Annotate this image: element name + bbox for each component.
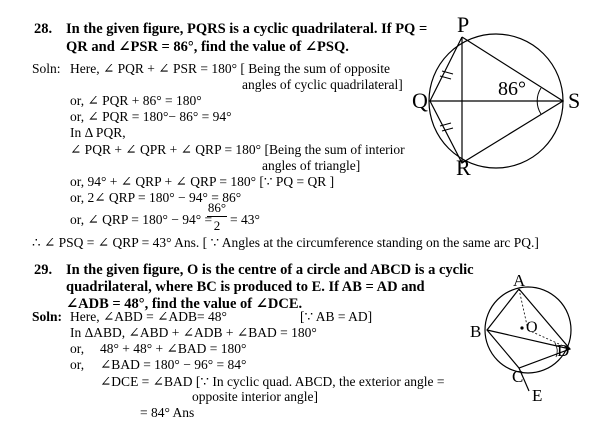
centre-point xyxy=(520,326,524,330)
point-label-p: P xyxy=(457,12,470,37)
solution-28-line: or, ∠ QRP = 180° − 94° = xyxy=(70,212,213,227)
solution-29-line: ∠BAD = 180° − 96° = 84° xyxy=(100,357,247,372)
solution-29-line: or, xyxy=(70,341,85,356)
fraction-denominator: 2 xyxy=(213,218,221,233)
question-28-text-line1: In the given figure, PQRS is a cyclic qu… xyxy=(66,21,428,37)
tick-mark xyxy=(439,75,452,80)
solution-29-line: opposite interior angle] xyxy=(192,389,318,404)
tick-mark xyxy=(439,122,452,127)
point-label-c: C xyxy=(512,367,524,386)
question-29-text-line1: In the given figure, O is the centre of … xyxy=(66,262,474,278)
question-29-text-line3: ∠ADB = 48°, find the value of ∠DCE. xyxy=(66,296,303,312)
fraction-bar xyxy=(207,216,227,217)
tick-mark xyxy=(441,70,454,75)
solution-29-line: [∵ AB = AD] xyxy=(300,309,373,324)
fraction-numerator: 86° xyxy=(207,200,227,215)
point-label-o: O xyxy=(526,319,538,336)
question-28-text-line2: QR and ∠PSR = 86°, find the value of ∠PS… xyxy=(66,39,349,55)
point-label-e: E xyxy=(532,386,543,405)
solution-28-line: angles of triangle] xyxy=(262,158,361,173)
circle xyxy=(484,286,572,374)
solution-29-line: In ΔABD, ∠ABD + ∠ADB + ∠BAD = 180° xyxy=(70,325,317,340)
tick-mark xyxy=(441,127,454,132)
solution-28-line: angles of cyclic quadrilateral] xyxy=(242,77,403,92)
point-label-s: S xyxy=(568,88,581,113)
solution-28-line: In Δ PQR, xyxy=(70,125,126,140)
solution-28-line: Here, ∠ PQR + ∠ PSR = 180° [ Being the s… xyxy=(70,61,390,76)
produced-line-ce xyxy=(518,367,530,392)
solution-28-line: or, ∠ PQR = 180°− 86° = 94° xyxy=(70,109,232,124)
solution-29-line: ∠DCE = ∠BAD [∵ In cyclic quad. ABCD, the… xyxy=(100,374,445,389)
solution-29-answer: = 84° Ans xyxy=(140,405,195,420)
solution-28-conclusion: ∴ ∠ PSQ = ∠ QRP = 43° Ans. [ ∵ Angles at… xyxy=(32,235,539,250)
point-label-d: D xyxy=(557,341,570,360)
solution-29-line: Here, ∠ABD = ∠ADB= 48° xyxy=(70,309,227,324)
angle-arc xyxy=(536,87,542,115)
solution-28-line: or, ∠ PQR + 86° = 180° xyxy=(70,93,202,108)
solution-29-line: or, xyxy=(70,357,85,372)
solution-28-line: or, 2∠ QRP = 180° − 94° = 86° xyxy=(70,190,242,205)
angle-label: 86° xyxy=(498,78,526,100)
angle-arc xyxy=(554,342,558,358)
solution-label-28: Soln: xyxy=(32,61,61,76)
point-label-q: Q xyxy=(412,88,428,113)
point-label-b: B xyxy=(470,322,482,341)
solution-29-line: 48° + 48° + ∠BAD = 180° xyxy=(100,341,247,356)
point-label-a: A xyxy=(513,271,526,290)
solution-label-29: Soln: xyxy=(32,309,63,324)
question-number-28: 28. xyxy=(34,21,53,37)
question-29-text-line2: quadrilateral, where BC is produced to E… xyxy=(66,279,425,295)
point-label-r: R xyxy=(456,155,471,180)
dashed-radius xyxy=(518,288,529,331)
question-number-29: 29. xyxy=(34,262,53,278)
solution-28-line: ∠ PQR + ∠ QPR + ∠ QRP = 180° [Being the … xyxy=(70,142,405,157)
solution-28-line: = 43° xyxy=(230,212,260,227)
solution-28-line: or, 94° + ∠ QRP + ∠ QRP = 180° [∵ PQ = Q… xyxy=(70,174,335,189)
